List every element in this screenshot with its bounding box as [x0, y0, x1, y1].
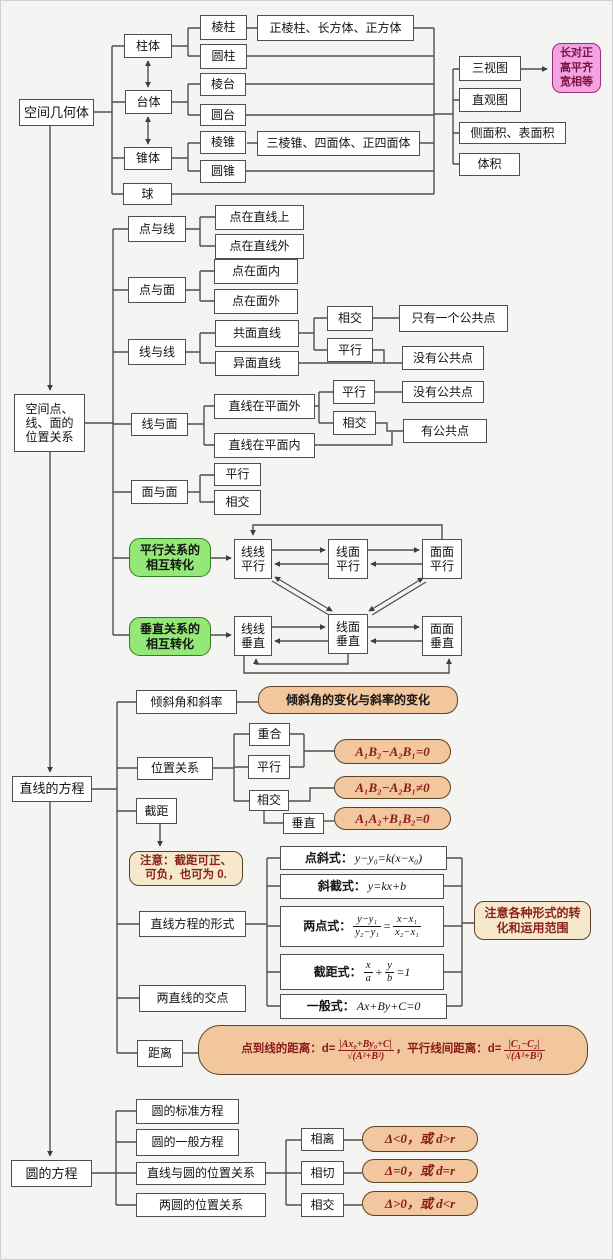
node-intuitive-drawing: 直观图 [459, 88, 521, 112]
node-position-relation: 位置关系 [137, 757, 213, 780]
node-point-in-plane: 点在面内 [214, 259, 298, 284]
node-equation-forms: 直线方程的形式 [139, 911, 246, 937]
node-cone-frustum: 圆台 [200, 104, 246, 126]
node-pyramid-frustum: 棱台 [200, 73, 246, 96]
node-line-in-plane: 直线在平面内 [214, 433, 315, 458]
node-line-line-parallel: 线线平行 [234, 539, 272, 579]
node-slope-intercept-form: 斜截式：y=kx+b [280, 874, 444, 899]
node-point-slope-form: 点斜式：y−y₀=k(x−x₀) [280, 846, 447, 870]
node-intercept: 截距 [136, 798, 177, 824]
node-cone-group: 锥体 [124, 147, 172, 170]
node-point-off-line: 点在直线外 [215, 234, 304, 259]
formula-distance: 点到线的距离：d= |Ax₀+By₀+C|√(A²+B²) ，平行线间距离：d=… [198, 1025, 588, 1075]
node-point-plane: 点与面 [128, 277, 186, 303]
node-point-on-line: 点在直线上 [215, 205, 304, 230]
node-two-lines-intersection: 两直线的交点 [139, 985, 246, 1012]
node-volume: 体积 [459, 153, 520, 176]
node-line-plane-perpendicular: 线面垂直 [328, 614, 368, 654]
node-plane-plane-parallel: 面面平行 [422, 539, 462, 579]
node-coplanar-lines: 共面直线 [215, 320, 299, 347]
node-mm-parallel: 平行 [214, 463, 261, 486]
node-parallel-lines: 平行 [248, 755, 290, 779]
node-circle-general-equation: 圆的一般方程 [136, 1129, 239, 1156]
node-line-circle-relation: 直线与圆的位置关系 [136, 1162, 266, 1185]
formula-tangent-condition: Δ=0，或 d=r [362, 1159, 478, 1183]
node-prism-cylinder-group: 柱体 [124, 34, 172, 58]
node-frustum-group: 台体 [125, 90, 172, 114]
node-coincide: 重合 [249, 723, 290, 746]
node-separate: 相离 [301, 1128, 344, 1151]
node-only-one-common-point: 只有一个公共点 [399, 305, 508, 332]
node-ll-no-common-point: 没有公共点 [402, 346, 484, 370]
node-mm-intersect: 相交 [214, 490, 261, 515]
formula-separate-condition: Δ<0，或 d>r [362, 1126, 478, 1152]
node-intersect-circle: 相交 [301, 1193, 344, 1217]
node-two-circles-relation: 两圆的位置关系 [136, 1193, 266, 1217]
node-space-solids-root: 空间几何体 [19, 99, 94, 126]
node-lm-parallel: 平行 [333, 380, 375, 404]
node-surface-area: 侧面积、表面积 [459, 122, 566, 144]
node-perpendicular-lines: 垂直 [283, 813, 324, 834]
node-intersect-lines: 相交 [249, 790, 289, 811]
node-line-plane-parallel: 线面平行 [328, 539, 368, 579]
node-inclination-slope: 倾斜角和斜率 [136, 690, 237, 714]
node-circle-standard-equation: 圆的标准方程 [136, 1099, 239, 1124]
node-tangent: 相切 [301, 1161, 344, 1185]
node-line-plane: 线与面 [131, 413, 188, 436]
node-pyramid-examples: 三棱锥、四面体、正四面体 [257, 131, 420, 156]
node-lm-no-common-point: 没有公共点 [402, 381, 484, 403]
node-lm-intersect: 相交 [333, 411, 376, 435]
node-plane-plane-perpendicular: 面面垂直 [422, 616, 462, 656]
callout-perpendicular-conversion: 垂直关系的 相互转化 [129, 617, 211, 656]
callout-three-view-rule: 长对正 高平齐 宽相等 [552, 43, 601, 93]
node-three-views: 三视图 [459, 56, 521, 81]
node-cylinder: 圆柱 [200, 44, 247, 69]
node-line-line-perpendicular: 线线垂直 [234, 616, 272, 656]
node-general-form: 一般式：Ax+By+C=0 [280, 994, 447, 1019]
formula-intersect-circle-condition: Δ>0，或 d<r [362, 1191, 478, 1216]
node-ll-parallel: 平行 [327, 338, 373, 362]
node-cone: 圆锥 [200, 160, 246, 183]
node-ll-intersect: 相交 [327, 306, 373, 331]
node-prism: 棱柱 [200, 15, 247, 40]
node-prism-examples: 正棱柱、长方体、正方体 [257, 15, 414, 41]
node-point-out-plane: 点在面外 [214, 289, 298, 314]
callout-parallel-conversion: 平行关系的 相互转化 [129, 538, 211, 577]
node-point-line: 点与线 [128, 216, 186, 242]
node-pyramid: 棱锥 [200, 131, 246, 154]
node-plane-plane: 面与面 [131, 480, 188, 504]
node-sphere: 球 [123, 183, 172, 205]
node-line-line: 线与线 [128, 339, 186, 365]
node-distance: 距离 [137, 1040, 183, 1067]
node-skew-lines: 异面直线 [215, 351, 299, 376]
node-circle-equation-root: 圆的方程 [11, 1160, 92, 1187]
formula-parallel-condition: A₁B₂−A₂B₁=0 [334, 739, 451, 764]
node-spatial-relations-root: 空间点、 线、面的 位置关系 [14, 394, 85, 452]
node-lm-have-common-point: 有公共点 [403, 419, 487, 443]
formula-perpendicular-condition: A₁A₂+B₁B₂=0 [334, 807, 451, 830]
node-line-outside-plane: 直线在平面外 [214, 394, 315, 419]
callout-inclination-slope-change: 倾斜角的变化与斜率的变化 [258, 686, 458, 714]
node-line-equation-root: 直线的方程 [12, 776, 92, 802]
formula-intersect-condition: A₁B₂−A₂B₁≠0 [334, 776, 451, 799]
callout-intercept-note: 注意：截距可正、 可负，也可为 0. [129, 851, 243, 886]
callout-forms-usage-note: 注意各种形式的转 化和运用范围 [474, 901, 591, 940]
